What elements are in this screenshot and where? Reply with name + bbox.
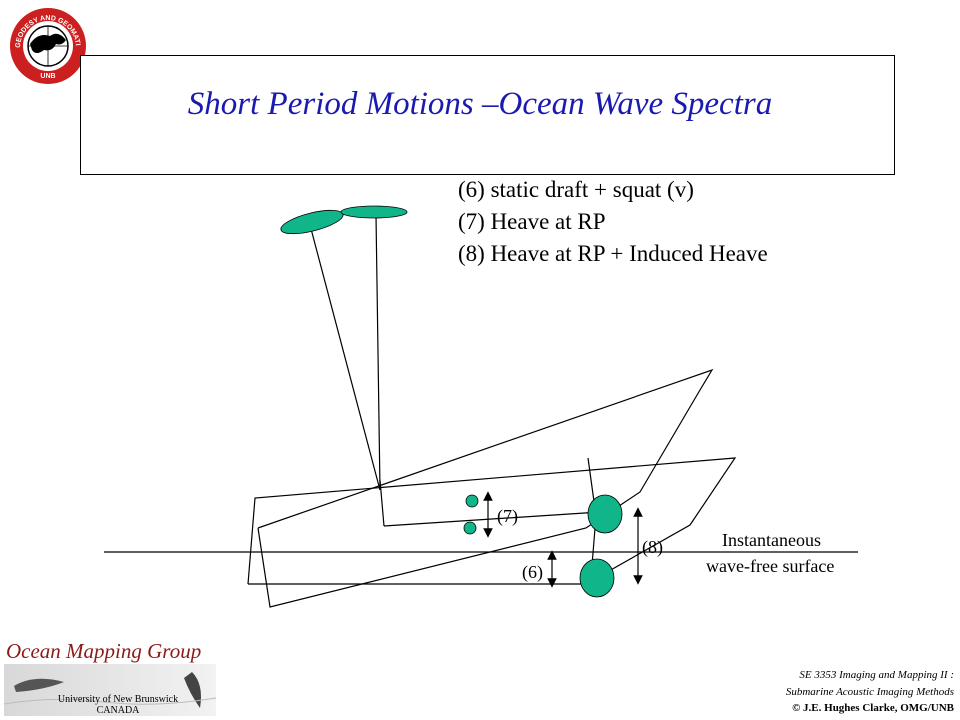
course-code: SE 3353 Imaging and Mapping II : — [799, 669, 954, 681]
legend-item-7: (7) Heave at RP — [458, 209, 606, 234]
rp-dot-upper — [465, 494, 479, 508]
arm-line-right — [375, 214, 381, 491]
label-7: (7) — [497, 506, 518, 526]
unb-logo: GEODESY AND GEOMATICS ENGINEERING UNB — [8, 6, 86, 84]
country-name: CANADA — [96, 705, 140, 716]
university-block: University of New Brunswick CANADA — [48, 694, 188, 716]
legend-item-8: (8) Heave at RP + Induced Heave — [458, 241, 768, 266]
transducer-lower — [579, 558, 615, 598]
omg-banner — [4, 664, 216, 716]
legend-item-6: (6) static draft + squat (v) — [458, 177, 694, 202]
transducer-wing-right — [340, 205, 408, 219]
title-box — [80, 55, 895, 175]
arm-line-lower — [379, 479, 385, 527]
level-hull — [247, 457, 737, 585]
shark-icon — [184, 672, 201, 708]
tilted-hull — [257, 368, 714, 608]
university-name: University of New Brunswick — [57, 694, 179, 705]
course-subtitle: Submarine Acoustic Imaging Methods — [785, 686, 954, 698]
logo-bottom-text: UNB — [40, 73, 55, 80]
label-6: (6) — [522, 562, 543, 582]
group-name: Ocean Mapping Group — [6, 639, 202, 663]
fish-icon — [14, 678, 64, 692]
reference-line — [383, 511, 601, 527]
transducer-upper — [587, 494, 623, 534]
label-8: (8) — [642, 537, 663, 557]
rp-dot-lower — [463, 521, 477, 535]
slide-title: Short Period Motions –Ocean Wave Spectra — [187, 86, 773, 122]
globe-grid-icon — [28, 26, 68, 66]
surface-label-line1: Instantaneous — [722, 530, 821, 550]
copyright: © J.E. Hughes Clarke, OMG/UNB — [792, 702, 954, 714]
surface-label-line2: wave-free surface — [706, 556, 835, 576]
arm-line-left — [309, 224, 381, 491]
